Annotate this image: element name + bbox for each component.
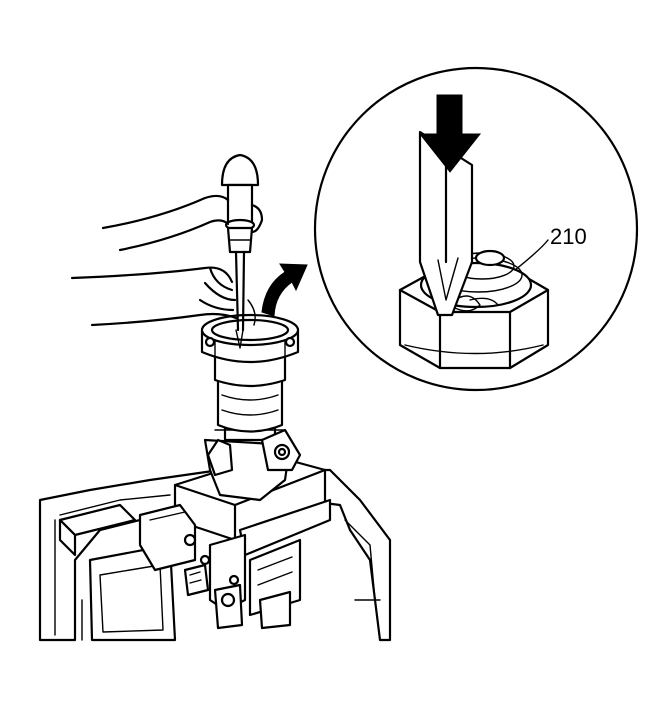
curved-arrow-icon [261,263,308,317]
callout-label-210: 210 [550,224,587,249]
hammer [220,153,260,254]
detail-view: 210 [313,66,639,392]
hand-holding-punch [70,266,256,327]
arrow-down-icon [418,94,482,173]
callout-leader [514,239,549,271]
punch-tool [234,250,246,349]
hand-holding-hammer [101,194,264,252]
shifter-housing [200,313,302,502]
shift-tower-base [138,453,332,630]
